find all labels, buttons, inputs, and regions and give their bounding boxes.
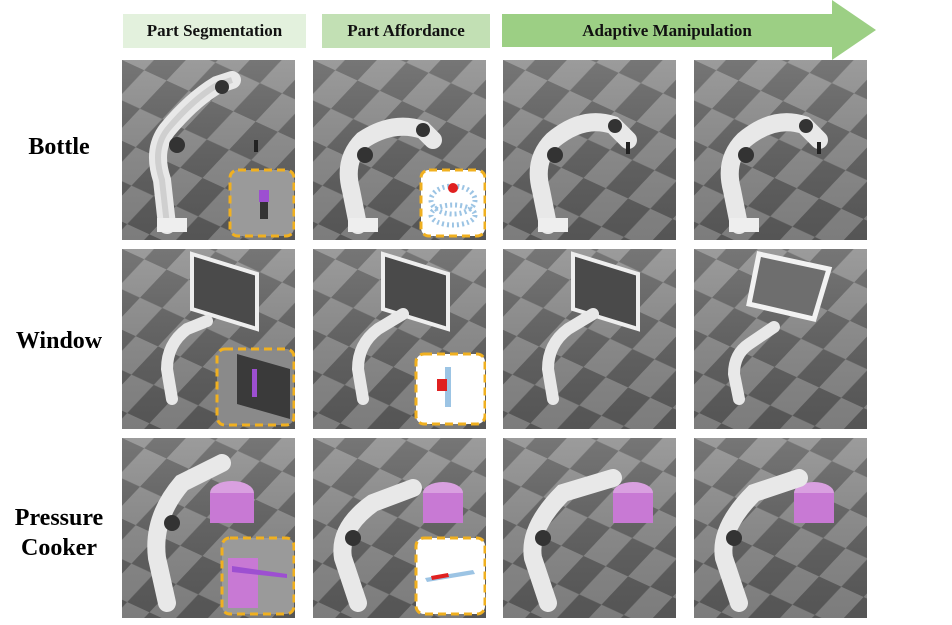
header-part-affordance: Part Affordance bbox=[322, 14, 490, 48]
inset-segmentation-window bbox=[215, 347, 295, 427]
bottle-manipulation-step1-image bbox=[503, 60, 676, 240]
cooker-part-segmentation-image bbox=[122, 438, 295, 618]
bottle-manipulation-step2-image bbox=[694, 60, 867, 240]
window-part-segmentation-image bbox=[122, 249, 295, 429]
cooker-part-affordance-image bbox=[313, 438, 486, 618]
header-part-segmentation: Part Segmentation bbox=[123, 14, 306, 48]
inset-segmentation-bottle bbox=[228, 168, 295, 238]
inset-affordance-cooker bbox=[414, 536, 486, 616]
row-label-pressure-cooker: Pressure Cooker bbox=[0, 503, 118, 563]
bottle-part-segmentation-image bbox=[122, 60, 295, 240]
header-arrow-icon bbox=[502, 0, 876, 60]
inset-segmentation-cooker bbox=[220, 536, 295, 616]
cooker-manipulation-step2-image bbox=[694, 438, 867, 618]
row-label-window: Window bbox=[0, 326, 118, 356]
bottle-part-affordance-image bbox=[313, 60, 486, 240]
inset-affordance-window bbox=[414, 352, 486, 426]
inset-affordance-bottle bbox=[419, 168, 486, 238]
window-part-affordance-image bbox=[313, 249, 486, 429]
window-manipulation-step2-image bbox=[694, 249, 867, 429]
row-label-pressure-text: Pressure bbox=[14, 505, 104, 531]
window-manipulation-step1-image bbox=[503, 249, 676, 429]
row-label-cooker-text: Cooker bbox=[21, 535, 97, 561]
header-adaptive-manipulation: Adaptive Manipulation bbox=[582, 21, 752, 40]
row-label-bottle-text: Bottle bbox=[28, 134, 90, 160]
row-label-bottle: Bottle bbox=[0, 132, 118, 162]
row-label-window-text: Window bbox=[15, 328, 103, 354]
cooker-manipulation-step1-image bbox=[503, 438, 676, 618]
